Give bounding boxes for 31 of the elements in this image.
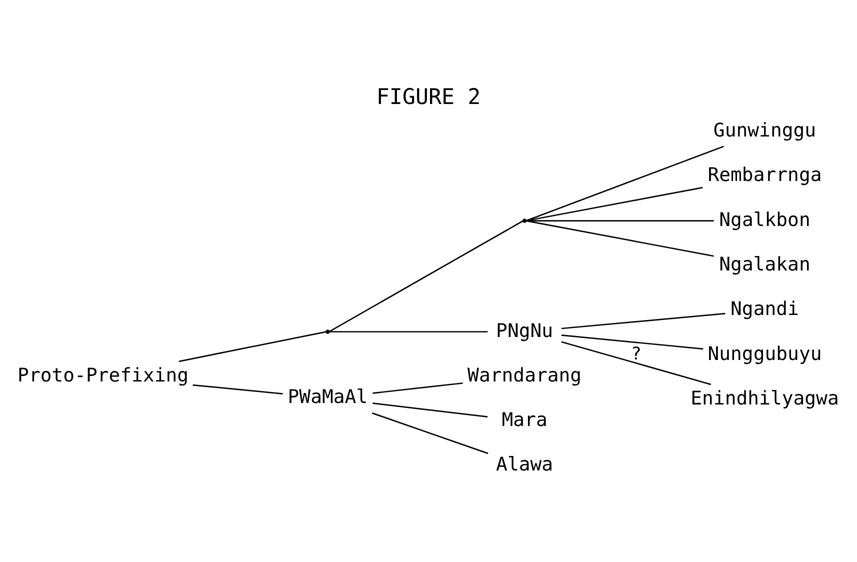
- node-text: Ngalakan: [719, 253, 810, 276]
- connector: [329, 331, 488, 332]
- node-text: PWaMaAl: [288, 386, 368, 408]
- node-text: Proto-Prefixing: [18, 364, 189, 386]
- connector: [328, 220, 524, 332]
- connector: [561, 312, 726, 330]
- connector: [372, 412, 488, 454]
- connector: [561, 341, 712, 386]
- connector: [372, 402, 488, 418]
- node-point: [326, 330, 330, 334]
- connector: [178, 331, 326, 362]
- connector: [526, 146, 724, 222]
- diagram-title: FIGURE 2: [376, 85, 481, 110]
- node-text: Warndarang: [468, 364, 582, 386]
- connector: [561, 334, 704, 350]
- node-text: Alawa: [496, 454, 554, 476]
- connector: [526, 220, 714, 257]
- node-text: Mara: [502, 409, 548, 432]
- node-point: [522, 218, 527, 223]
- connector: [192, 384, 283, 394]
- node-text: Ngalkbon: [719, 208, 810, 231]
- node-text: Rembarrnga: [708, 164, 822, 186]
- node-text: Nunggubuyu: [708, 342, 822, 365]
- edge-label: ?: [630, 344, 642, 364]
- node-text: Enindhilyagwa: [690, 387, 839, 410]
- connector: [372, 382, 463, 394]
- node-text: Gunwinggu: [713, 119, 816, 142]
- node-text: Ngandi: [730, 298, 799, 320]
- connector: [526, 186, 703, 222]
- node-text: PNgNu: [496, 320, 554, 342]
- connector: [526, 220, 714, 222]
